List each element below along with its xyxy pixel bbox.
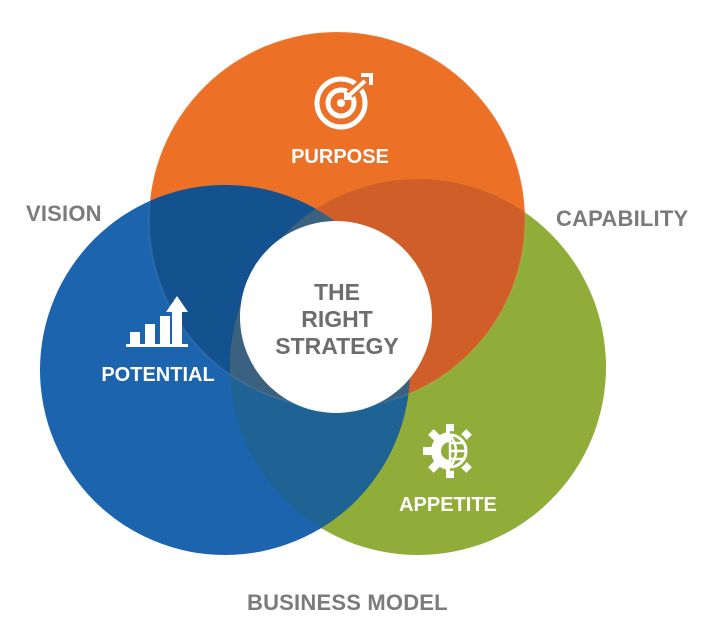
potential-label: POTENTIAL bbox=[101, 364, 215, 386]
center-title-line-3: STRATEGY bbox=[275, 333, 399, 359]
center-circle bbox=[240, 221, 432, 413]
purpose-label: PURPOSE bbox=[291, 146, 389, 168]
business-model-label: BUSINESS MODEL bbox=[247, 590, 448, 615]
gear-globe-icon bbox=[423, 424, 472, 478]
center-title: THE RIGHT STRATEGY bbox=[275, 279, 399, 360]
target-arrow-icon bbox=[314, 71, 375, 130]
appetite-label: APPETITE bbox=[399, 494, 497, 516]
capability-label: CAPABILITY bbox=[556, 206, 689, 231]
center-title-line-1: THE bbox=[314, 279, 360, 305]
center-title-line-2: RIGHT bbox=[301, 306, 373, 332]
vision-label: VISION bbox=[26, 201, 102, 226]
bar-chart-arrow-icon bbox=[126, 296, 188, 347]
